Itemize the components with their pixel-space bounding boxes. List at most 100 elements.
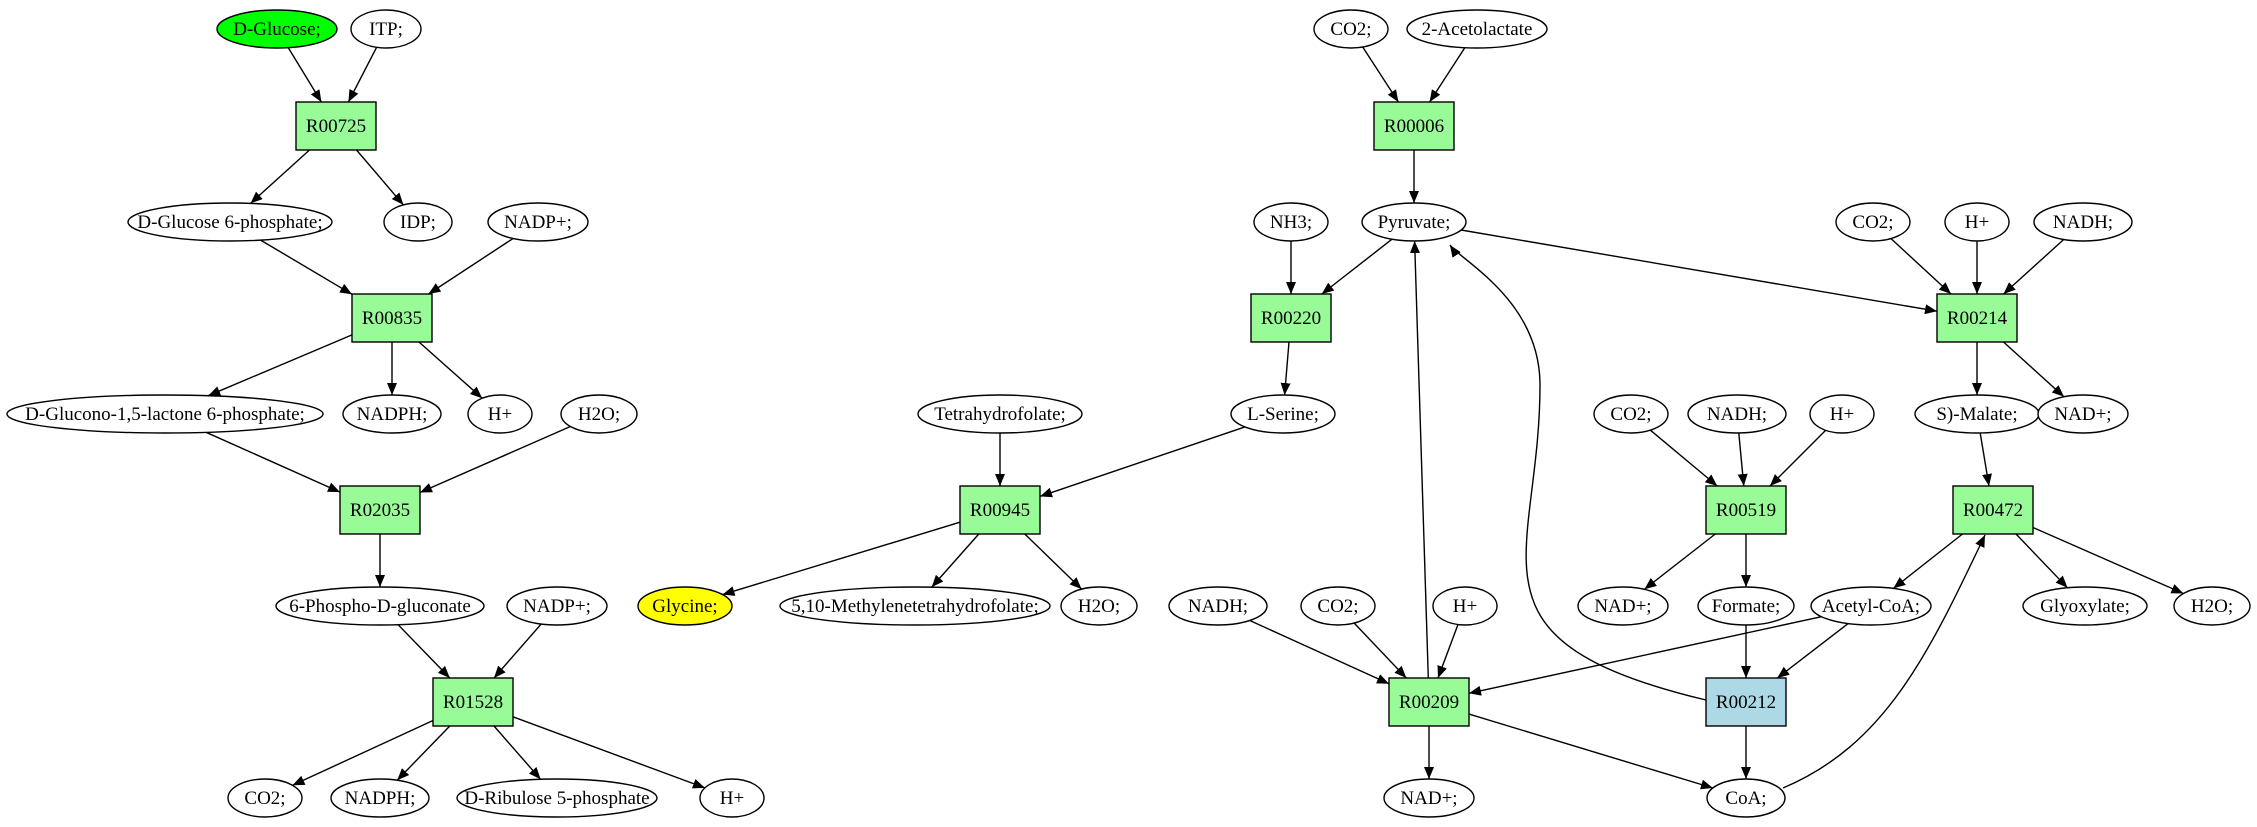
metabolite-shape xyxy=(1810,586,1932,626)
reaction-box xyxy=(1952,485,2034,535)
reaction-node-r00945[interactable]: R00945 xyxy=(959,485,1041,535)
reaction-node-r00006[interactable]: R00006 xyxy=(1373,101,1455,151)
edge-r00725-to-idp xyxy=(355,149,404,206)
metabolite-label: D-Glucono-1,5-lactone 6-phosphate; xyxy=(25,404,305,425)
metabolite-node-nadh3[interactable]: NADH; xyxy=(2033,202,2133,242)
metabolite-node-nadp2[interactable]: NADP+; xyxy=(506,586,608,626)
metabolite-node-nad1[interactable]: NAD+; xyxy=(1383,778,1475,818)
edge-r00835-to-h1 xyxy=(418,341,483,399)
metabolite-label: NAD+; xyxy=(1400,788,1457,809)
metabolite-shape xyxy=(1593,394,1669,434)
metabolite-node-g6p[interactable]: D-Glucose 6-phosphate; xyxy=(127,202,333,242)
reaction-node-r00519[interactable]: R00519 xyxy=(1705,485,1787,535)
metabolite-node-co2d[interactable]: CO2; xyxy=(1593,394,1669,434)
reaction-node-r00212[interactable]: R00212 xyxy=(1705,677,1787,727)
metabolite-node-smalate[interactable]: S)-Malate; xyxy=(1914,394,2040,434)
edge-r00472-to-glyoxylate xyxy=(2015,533,2069,589)
metabolite-node-nadp1[interactable]: NADP+; xyxy=(487,202,589,242)
metabolite-shape xyxy=(1230,394,1336,434)
edge-pyruvate-to-r00214 xyxy=(1460,229,1938,315)
edge-co2c-to-r00209 xyxy=(1353,622,1407,679)
reaction-node-r00472[interactable]: R00472 xyxy=(1952,485,2034,535)
metabolite-node-nad3[interactable]: NAD+; xyxy=(2037,394,2129,434)
metabolite-node-co2c[interactable]: CO2; xyxy=(1300,586,1376,626)
metabolite-label: CO2; xyxy=(1852,212,1893,233)
metabolite-node-acetolactate[interactable]: 2-Acetolactate xyxy=(1406,9,1548,49)
metabolite-node-co2a[interactable]: CO2; xyxy=(227,778,303,818)
metabolite-label: H2O; xyxy=(578,404,620,425)
edge-dglucose-to-r00725 xyxy=(287,47,322,103)
metabolite-label: CO2; xyxy=(244,788,285,809)
metabolite-node-nadh1[interactable]: NADH; xyxy=(1168,586,1268,626)
metabolite-label: L-Serine; xyxy=(1247,404,1319,425)
metabolite-shape xyxy=(2033,202,2133,242)
metabolite-node-pyruvate[interactable]: Pyruvate; xyxy=(1361,202,1467,242)
reaction-label: R00835 xyxy=(362,308,422,329)
edge-r01528-to-nadph2 xyxy=(396,725,451,781)
metabolite-node-pgluconate[interactable]: 6-Phospho-D-gluconate xyxy=(275,586,485,626)
reaction-node-r00725[interactable]: R00725 xyxy=(295,101,377,151)
reaction-node-r02035[interactable]: R02035 xyxy=(339,485,421,535)
metabolite-node-h2o1[interactable]: H2O; xyxy=(560,394,638,434)
metabolite-node-nadh2[interactable]: NADH; xyxy=(1687,394,1787,434)
metabolite-node-nad2[interactable]: NAD+; xyxy=(1577,586,1669,626)
metabolite-node-lserine[interactable]: L-Serine; xyxy=(1230,394,1336,434)
metabolite-node-acetylcoa[interactable]: Acetyl-CoA; xyxy=(1810,586,1932,626)
reaction-node-r00214[interactable]: R00214 xyxy=(1936,293,2018,343)
metabolite-shape xyxy=(2173,586,2251,626)
metabolite-label: Pyruvate; xyxy=(1378,212,1451,233)
metabolite-shape xyxy=(383,202,453,242)
metabolite-node-h2[interactable]: H+ xyxy=(699,778,765,818)
metabolite-node-co2e[interactable]: CO2; xyxy=(1835,202,1911,242)
metabolite-label: H+ xyxy=(1830,404,1854,425)
metabolite-shape xyxy=(1300,586,1376,626)
reaction-node-r01528[interactable]: R01528 xyxy=(432,677,514,727)
metabolite-node-co2b[interactable]: CO2; xyxy=(1313,9,1389,49)
reaction-node-r00209[interactable]: R00209 xyxy=(1388,677,1470,727)
reaction-node-r00220[interactable]: R00220 xyxy=(1250,293,1332,343)
metabolite-shape xyxy=(1577,586,1669,626)
metabolite-node-glyoxylate[interactable]: Glyoxylate; xyxy=(2022,586,2148,626)
metabolite-label: H+ xyxy=(1965,212,1989,233)
reaction-label: R00519 xyxy=(1716,500,1776,521)
metabolite-label: Glyoxylate; xyxy=(2040,596,2130,617)
metabolite-shape xyxy=(1944,202,2010,242)
reaction-node-r00835[interactable]: R00835 xyxy=(351,293,433,343)
metabolite-node-methylene[interactable]: 5,10-Methylenetetrahydrofolate; xyxy=(779,586,1051,626)
metabolite-node-h2o2[interactable]: H2O; xyxy=(1060,586,1138,626)
reaction-box xyxy=(1250,293,1332,343)
metabolite-node-ribulose[interactable]: D-Ribulose 5-phosphate xyxy=(456,778,658,818)
reaction-label: R00212 xyxy=(1716,692,1776,713)
edge-co2e-to-r00214 xyxy=(1890,238,1952,295)
metabolite-label: H2O; xyxy=(1078,596,1120,617)
metabolite-node-dglucose[interactable]: D-Glucose; xyxy=(216,9,338,49)
metabolite-node-coa[interactable]: CoA; xyxy=(1706,778,1786,818)
metabolite-node-formate[interactable]: Formate; xyxy=(1697,586,1795,626)
metabolite-node-glycine[interactable]: Glycine; xyxy=(637,586,733,626)
metabolite-node-h5[interactable]: H+ xyxy=(1944,202,2010,242)
metabolite-label: 2-Acetolactate xyxy=(1422,19,1533,40)
metabolite-node-idp[interactable]: IDP; xyxy=(383,202,453,242)
metabolite-node-nadph1[interactable]: NADPH; xyxy=(342,394,442,434)
metabolite-node-h2o3[interactable]: H2O; xyxy=(2173,586,2251,626)
metabolite-node-itp[interactable]: ITP; xyxy=(350,9,422,49)
metabolite-node-nh3[interactable]: NH3; xyxy=(1253,202,1329,242)
metabolite-node-h4[interactable]: H+ xyxy=(1809,394,1875,434)
metabolite-node-thf[interactable]: Tetrahydrofolate; xyxy=(917,394,1083,434)
metabolite-node-nadph2[interactable]: NADPH; xyxy=(330,778,430,818)
edge-itp-to-r00725 xyxy=(347,46,378,103)
reaction-box xyxy=(351,293,433,343)
edge-h2o1-to-r02035 xyxy=(419,425,571,494)
metabolite-shape xyxy=(560,394,638,434)
edge-nadp1-to-r00835 xyxy=(428,237,514,295)
metabolite-shape xyxy=(1060,586,1138,626)
edge-r00472-to-acetylcoa xyxy=(1892,533,1963,589)
metabolite-label: ITP; xyxy=(369,19,403,40)
reaction-label: R00725 xyxy=(306,116,366,137)
edge-r00220-to-lserine xyxy=(1280,341,1291,396)
metabolite-node-h1[interactable]: H+ xyxy=(467,394,533,434)
metabolite-label: NH3; xyxy=(1270,212,1312,233)
metabolite-node-h3[interactable]: H+ xyxy=(1432,586,1498,626)
metabolite-node-glucono[interactable]: D-Glucono-1,5-lactone 6-phosphate; xyxy=(6,394,324,434)
